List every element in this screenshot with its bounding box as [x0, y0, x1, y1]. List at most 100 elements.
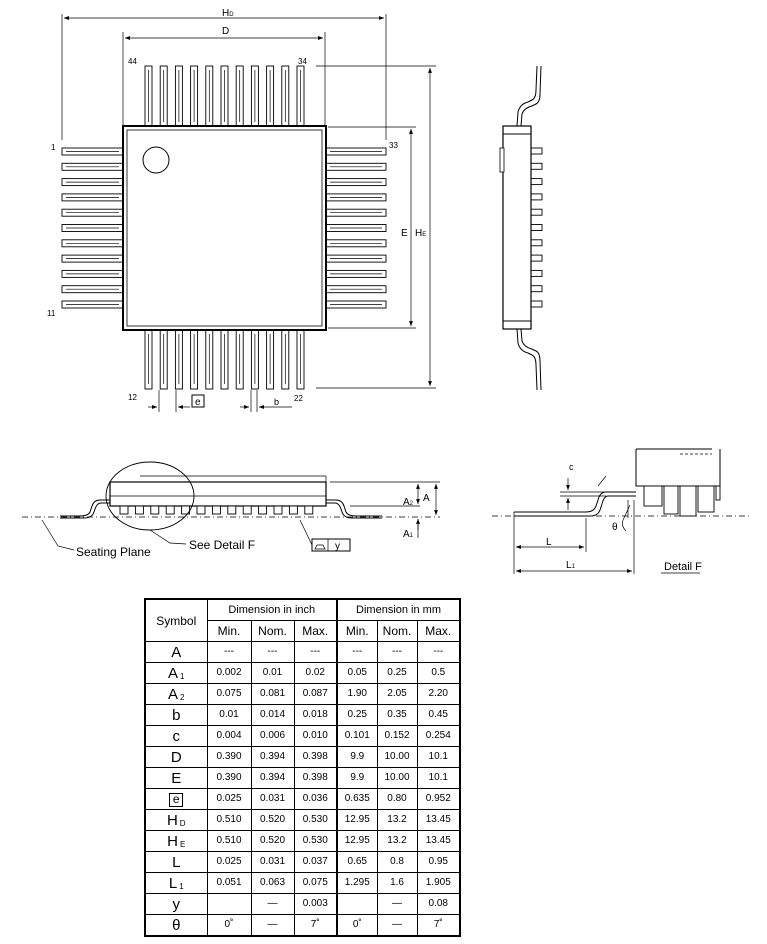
symbol-subscript: 2	[180, 692, 185, 702]
value-cell: 0.390	[206, 767, 252, 789]
value-cell: —	[250, 914, 295, 937]
value-cell: ---	[336, 641, 378, 663]
value-cell: 12.95	[336, 830, 378, 852]
value-cell: 0.025	[206, 851, 252, 873]
value-cell: 0.45	[416, 704, 461, 726]
value-cell: 9.9	[336, 746, 378, 768]
lead	[530, 239, 543, 247]
value-cell: 0.003	[293, 893, 338, 915]
label-he: HE	[415, 228, 426, 239]
value-cell: 0.002	[206, 662, 252, 684]
symbol-text: b	[172, 706, 181, 724]
lead	[242, 505, 252, 515]
label-theta: θ	[612, 522, 618, 533]
value-cell: 10.00	[376, 767, 418, 789]
value-cell: 0.530	[293, 830, 338, 852]
value-cell: 0.65	[336, 851, 378, 873]
value-cell: 13.45	[416, 809, 461, 831]
symbol-text: c	[172, 727, 181, 745]
lead	[211, 505, 221, 515]
value-cell: 0.394	[250, 767, 295, 789]
side-view: A2 A A1 Seating Plane See Detail F y	[22, 461, 440, 559]
lead	[530, 208, 543, 216]
value-cell: 0.075	[293, 872, 338, 894]
value-cell: 0.35	[376, 704, 418, 726]
value-cell: 0.952	[416, 788, 461, 810]
value-cell: 0.394	[250, 746, 295, 768]
value-cell: 0.025	[206, 788, 252, 810]
symbol-text: θ	[172, 916, 181, 934]
pin-12-label: 12	[128, 393, 137, 402]
label-b: b	[274, 397, 279, 407]
value-cell: 0.05	[336, 662, 378, 684]
symbol-cell: y	[144, 893, 208, 915]
detail-f-title: Detail F	[664, 561, 702, 573]
symbol-text: D	[170, 748, 182, 766]
label-hd: HD	[222, 8, 234, 19]
value-cell: 0˚	[336, 914, 378, 937]
label-a2: A2	[403, 497, 414, 508]
value-cell: —	[376, 893, 418, 915]
top-pins	[144, 65, 305, 127]
value-cell: 0.075	[206, 683, 252, 705]
value-cell: 0.031	[250, 851, 295, 873]
lead	[530, 300, 543, 308]
value-cell: 12.95	[336, 809, 378, 831]
lead	[530, 254, 543, 262]
value-cell: 1.6	[376, 872, 418, 894]
value-cell: —	[376, 914, 418, 937]
value-cell: 0.037	[293, 851, 338, 873]
lead	[530, 178, 543, 186]
side-elevation	[499, 65, 543, 391]
value-cell: 0.635	[336, 788, 378, 810]
left-pins	[61, 147, 124, 309]
symbol-subscript: D	[179, 818, 186, 828]
value-cell: 13.2	[376, 809, 418, 831]
value-cell: 0.254	[416, 725, 461, 747]
column-header: Max.	[416, 620, 461, 642]
value-cell: 0.08	[416, 893, 461, 915]
symbol-text: E	[171, 769, 182, 787]
pin-34-label: 34	[298, 57, 307, 66]
lead	[530, 285, 543, 293]
side-body	[109, 481, 327, 507]
pin-33-label: 33	[389, 141, 398, 150]
symbol-text: y	[172, 895, 181, 913]
column-header: Nom.	[250, 620, 295, 642]
pin-22-label: 22	[294, 394, 303, 403]
value-cell: 0.510	[206, 809, 252, 831]
lead	[165, 505, 175, 515]
value-cell: 0.051	[206, 872, 252, 894]
symbol-text: e	[169, 793, 184, 807]
value-cell: 0.02	[293, 662, 338, 684]
value-cell: 10.1	[416, 767, 461, 789]
column-header: Max.	[293, 620, 338, 642]
column-header: Min.	[206, 620, 252, 642]
value-cell: 0.152	[376, 725, 418, 747]
symbol-text: A	[168, 685, 179, 703]
column-header: Nom.	[376, 620, 418, 642]
value-cell: 7˚	[293, 914, 338, 937]
symbol-cell: D	[144, 746, 208, 768]
symbol-text: H	[166, 811, 178, 829]
value-cell: 0.101	[336, 725, 378, 747]
pin-11-label: 11	[47, 309, 56, 318]
symbol-subscript: 1	[180, 671, 185, 681]
right-pins	[325, 147, 387, 309]
pin-1-label: 1	[51, 143, 56, 152]
lead	[119, 505, 129, 515]
value-cell: 0.010	[293, 725, 338, 747]
